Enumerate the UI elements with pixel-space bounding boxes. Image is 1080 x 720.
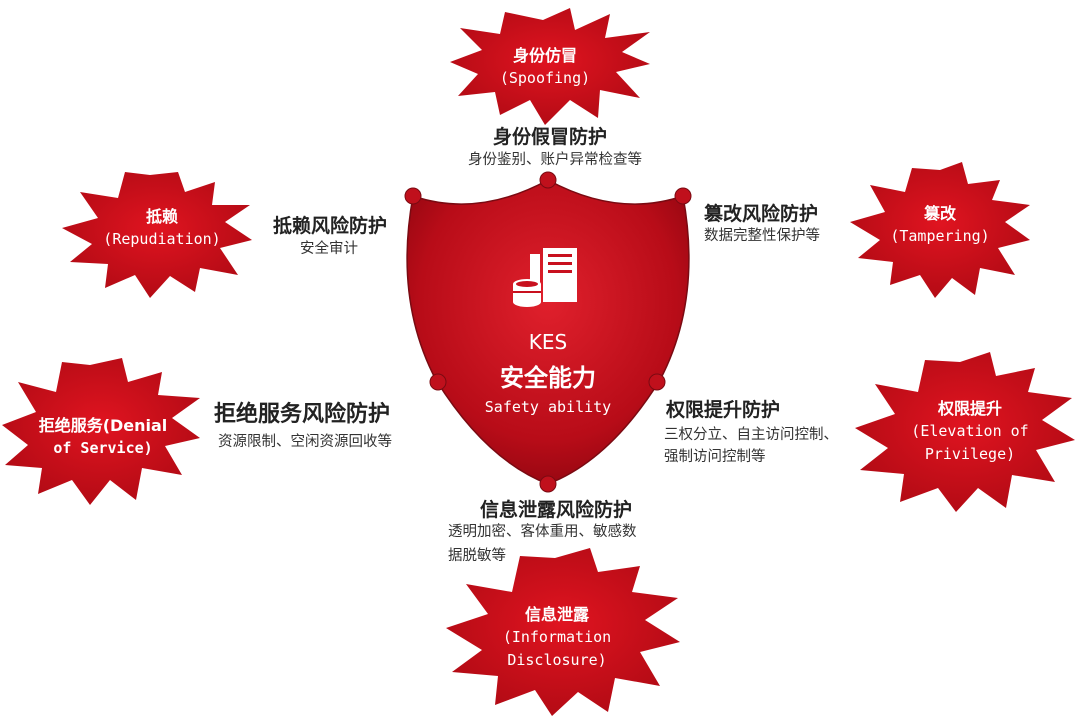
starbursts	[2, 8, 1075, 716]
starburst-tampering	[850, 162, 1030, 298]
threat-tampering-cn: 篡改	[923, 204, 956, 223]
threat-elevation-cn: 权限提升	[937, 399, 1002, 418]
dot-bottom	[539, 475, 557, 493]
protection-spoofing-desc: 身份鉴别、账户异常检查等	[468, 152, 642, 168]
starburst-repudiation	[62, 172, 252, 298]
threat-dos: 拒绝服务(Denial of Service)	[18, 414, 188, 460]
dot-mid-left	[429, 373, 447, 391]
threat-disclosure-en2: Disclosure)	[507, 651, 607, 669]
threat-disclosure-en1: (Information	[502, 628, 612, 646]
protection-repudiation-title: 抵赖风险防护	[273, 215, 388, 237]
protection-disclosure-desc1: 透明加密、客体重用、敏感数	[448, 524, 637, 540]
threat-elevation: 权限提升 (Elevation of Privilege)	[895, 397, 1045, 466]
starburst-dos	[2, 358, 200, 505]
protection-elevation-title: 权限提升防护	[666, 399, 781, 421]
threat-dos-line1: 拒绝服务(Denial	[38, 416, 168, 435]
protection-spoofing-title: 身份假冒防护	[493, 126, 608, 148]
protection-elevation-desc1: 三权分立、自主访问控制、	[664, 427, 838, 443]
protection-dos-desc: 资源限制、空闲资源回收等	[218, 434, 392, 450]
threat-repudiation-cn: 抵赖	[145, 207, 178, 226]
threat-disclosure: 信息泄露 (Information Disclosure)	[492, 603, 622, 672]
threat-spoofing: 身份仿冒 (Spoofing)	[490, 44, 600, 90]
threat-elevation-en1: (Elevation of	[911, 422, 1029, 440]
server-icon	[513, 248, 577, 307]
starburst-elevation	[855, 352, 1075, 512]
connector-dots	[404, 171, 692, 493]
threat-spoofing-cn: 身份仿冒	[512, 46, 577, 65]
dot-top	[539, 171, 557, 189]
threat-dos-line2: of Service)	[53, 439, 153, 457]
protection-tampering-desc: 数据完整性保护等	[704, 228, 820, 244]
protection-tampering-title: 篡改风险防护	[704, 203, 819, 225]
threat-repudiation: 抵赖 (Repudiation)	[92, 205, 232, 251]
starburst-spoofing	[450, 8, 650, 125]
shield-title: 安全能力	[500, 364, 596, 392]
threat-tampering-en: (Tampering)	[890, 227, 990, 245]
starburst-disclosure	[446, 548, 680, 716]
shield-subtitle: Safety ability	[484, 398, 612, 416]
dot-top-right	[674, 187, 692, 205]
threat-tampering: 篡改 (Tampering)	[880, 202, 1000, 248]
threat-elevation-en2: Privilege)	[924, 445, 1016, 463]
threat-repudiation-en: (Repudiation)	[103, 230, 221, 248]
threat-disclosure-cn: 信息泄露	[524, 605, 589, 624]
protection-disclosure-title: 信息泄露风险防护	[480, 499, 633, 521]
threat-spoofing-en: (Spoofing)	[499, 69, 591, 87]
dot-mid-right	[648, 373, 666, 391]
protection-dos-title: 拒绝服务风险防护	[214, 402, 391, 427]
shield-title-kes: KES	[528, 330, 568, 354]
dot-top-left	[404, 187, 422, 205]
protection-disclosure-desc2: 据脱敏等	[448, 548, 506, 564]
protection-repudiation-desc: 安全审计	[300, 241, 358, 257]
protection-elevation-desc2: 强制访问控制等	[664, 449, 766, 465]
